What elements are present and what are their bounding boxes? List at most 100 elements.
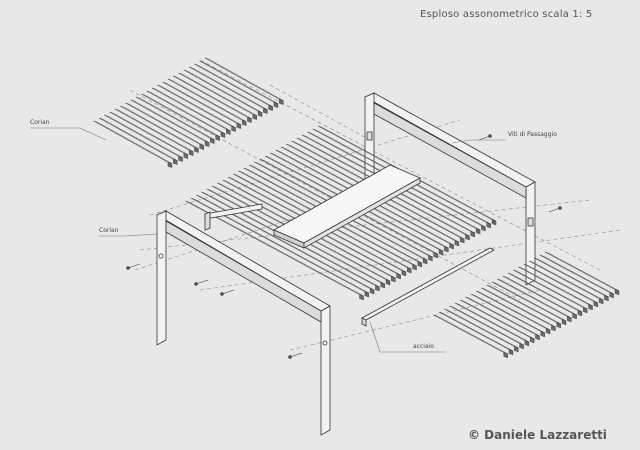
steel-frame-left — [156, 210, 331, 436]
slat-end — [524, 340, 530, 347]
slat-end — [530, 337, 535, 344]
slat-end — [417, 261, 422, 268]
slat-end — [604, 295, 609, 302]
slat — [513, 269, 588, 310]
slat — [502, 275, 577, 316]
slat-end — [226, 128, 231, 135]
label-leaders — [30, 127, 506, 353]
slat — [475, 290, 551, 331]
slat-end — [412, 264, 417, 271]
slat — [481, 287, 556, 328]
slat-end — [364, 291, 369, 298]
slat-end — [279, 98, 284, 105]
slat-end — [465, 234, 470, 241]
slat — [507, 272, 583, 313]
corian-panel-top-left — [93, 57, 284, 168]
slat-end — [577, 310, 583, 317]
slat-end — [422, 258, 428, 265]
slat-end — [519, 343, 524, 350]
steel-crossbars — [204, 203, 495, 327]
slat-end — [263, 107, 268, 114]
slat-end — [268, 104, 273, 111]
slat-end — [215, 134, 220, 141]
slat-end — [236, 122, 242, 129]
slat — [544, 251, 620, 292]
slat-end — [257, 110, 263, 117]
slat-end — [252, 113, 257, 120]
corian-panel-bottom-right — [433, 251, 620, 359]
slat-end — [508, 349, 514, 356]
slat — [534, 257, 609, 298]
slat-end — [359, 294, 364, 301]
label-acciaio: acciaio — [413, 343, 434, 350]
corian-inlay — [273, 164, 421, 249]
slat — [438, 311, 514, 352]
slat-end — [572, 313, 577, 320]
slat — [539, 254, 614, 295]
copyright-notice: © Daniele Lazzaretti — [468, 428, 607, 442]
slat-end — [204, 140, 210, 147]
slat-end — [369, 288, 375, 295]
label-corian-top: Corian — [30, 119, 50, 126]
slat-end — [396, 273, 401, 280]
slat-end — [438, 249, 444, 256]
slat-end — [460, 237, 465, 244]
slat-end — [470, 231, 475, 238]
slat — [449, 305, 524, 346]
slat-end — [167, 161, 173, 168]
slat-end — [210, 137, 215, 144]
drawing-title: Esploso assonometrico scala 1: 5 — [420, 9, 593, 20]
slat-end — [475, 228, 481, 235]
slat — [486, 284, 561, 325]
slat-end — [241, 119, 247, 126]
slat — [465, 296, 540, 337]
slat — [497, 278, 572, 319]
slat — [523, 263, 598, 304]
slat-end — [561, 319, 567, 326]
slat-end — [556, 322, 561, 329]
slat-end — [598, 298, 604, 305]
slat-end — [503, 352, 508, 359]
slat-end — [514, 346, 519, 353]
label-viti-di-passaggio: Viti di Passaggio — [508, 131, 557, 138]
slat-end — [449, 243, 454, 250]
slat-end — [545, 328, 551, 335]
slat-end — [401, 270, 407, 277]
steel-frame-right — [364, 92, 536, 286]
slat-end — [194, 146, 199, 153]
slat-end — [173, 158, 178, 165]
label-corian-left: Corian — [99, 227, 119, 234]
slat-end — [583, 307, 588, 314]
slat-end — [535, 334, 540, 341]
slat-end — [433, 252, 438, 259]
slat-end — [183, 152, 189, 159]
slat — [470, 293, 545, 334]
slat-end — [375, 285, 380, 292]
slat-end — [551, 325, 556, 332]
slat-end — [428, 255, 433, 262]
slat-end — [481, 225, 486, 232]
slat-end — [247, 116, 252, 123]
slat-end — [391, 276, 396, 283]
screws — [126, 134, 562, 359]
slat-end — [567, 316, 572, 323]
slat-end — [588, 304, 593, 311]
slat-end — [540, 331, 545, 338]
slat — [518, 266, 593, 307]
slat-end — [486, 222, 491, 229]
slat — [528, 260, 604, 301]
slat-end — [609, 292, 614, 299]
slat-end — [273, 101, 279, 108]
slat — [444, 308, 519, 349]
slat-end — [220, 131, 226, 138]
slat-end — [188, 149, 194, 156]
slat-end — [178, 155, 183, 162]
slat-end — [199, 143, 204, 150]
slat-end — [407, 267, 412, 274]
slat-end — [614, 289, 620, 296]
slat-end — [593, 301, 598, 308]
slat-end — [491, 219, 497, 226]
slat-end — [385, 279, 391, 286]
slat-end — [444, 246, 449, 253]
